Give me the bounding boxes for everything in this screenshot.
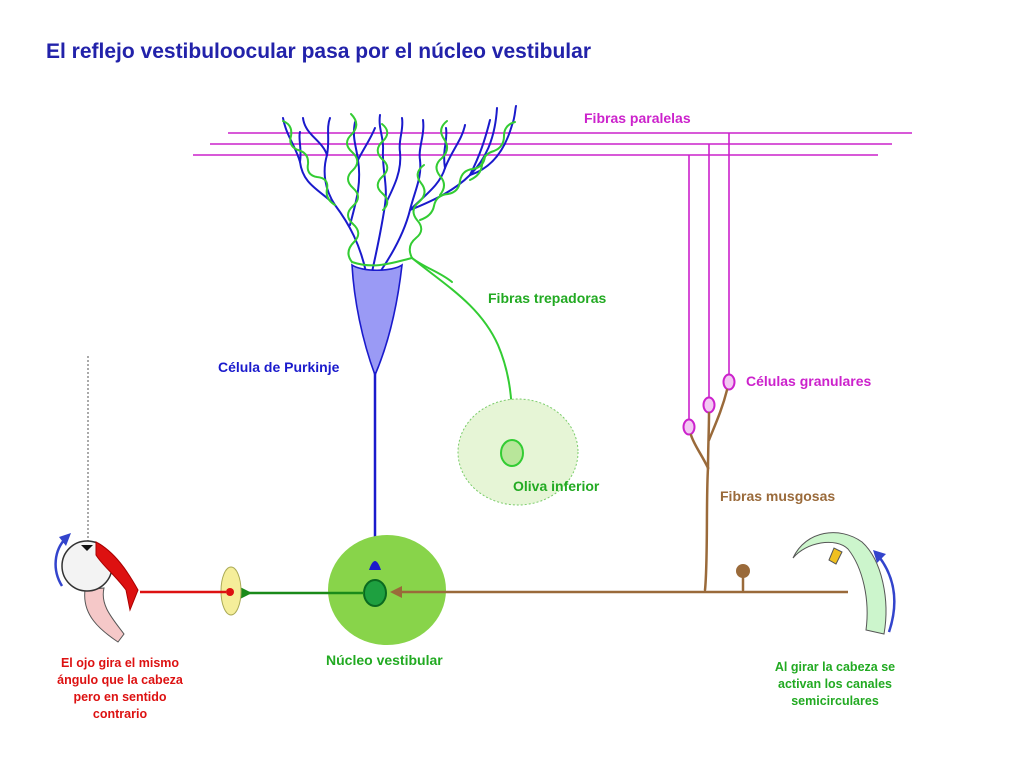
- purkinje-terminal: [369, 561, 381, 570]
- granule-cells: [682, 133, 736, 436]
- head-rotation-arrowhead: [873, 550, 886, 563]
- mossy-fibers: [689, 388, 745, 592]
- olive-neuron: [500, 439, 524, 467]
- page-title: El reflejo vestibuloocular pasa por el n…: [46, 40, 591, 63]
- nucleus-neuron: [363, 579, 387, 607]
- caption-canales: Al girar la cabeza se activan los canale…: [774, 660, 896, 708]
- efferent-terminal: [240, 587, 252, 599]
- caption-ojo: El ojo gira el mismo ángulo que la cabez…: [57, 656, 183, 721]
- pupil-icon: [81, 545, 93, 551]
- label-oliva-inferior: Oliva inferior: [513, 478, 600, 494]
- label-fibras-trepadoras: Fibras trepadoras: [488, 290, 607, 306]
- eye-muscle-red: [95, 541, 139, 612]
- eye-rotation-arrowhead: [59, 533, 71, 546]
- label-nucleo-vestibular: Núcleo vestibular: [326, 652, 443, 668]
- afferent-terminal: [390, 586, 402, 598]
- purkinje-soma: [351, 263, 403, 378]
- canal-ampulla: [828, 547, 843, 565]
- mossy-fiber-terminal: [736, 564, 750, 578]
- head-rotation-arrow: [878, 557, 896, 633]
- purkinje-dendrites: [282, 105, 517, 273]
- semicircular-canal-icon: [792, 532, 887, 635]
- vestibular-nucleus: [328, 535, 446, 645]
- oculomotor-neuron: [226, 588, 234, 596]
- label-fibras-paralelas: Fibras paralelas: [584, 110, 691, 126]
- eye-muscle-pink: [84, 587, 125, 643]
- label-celula-purkinje: Célula de Purkinje: [218, 359, 340, 375]
- label-celulas-granulares: Células granulares: [746, 373, 872, 389]
- label-fibras-musgosas: Fibras musgosas: [720, 488, 836, 504]
